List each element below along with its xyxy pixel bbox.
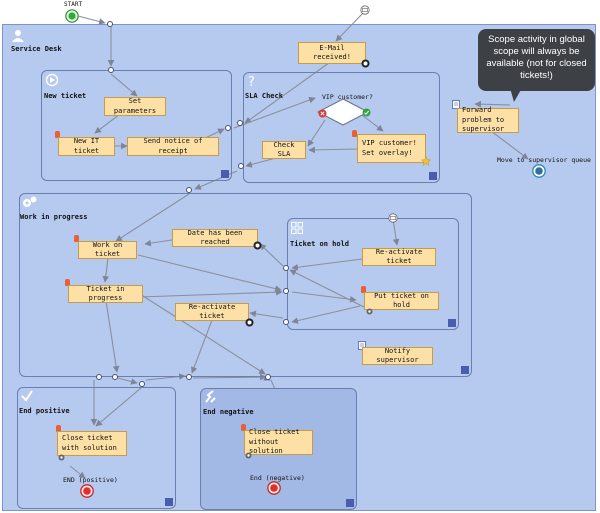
decision-gateway[interactable]: [316, 98, 370, 126]
activity-ticket-in-progress[interactable]: Ticket in progress: [68, 285, 143, 303]
connector-node[interactable]: [96, 374, 102, 380]
connector-node[interactable]: [265, 374, 271, 380]
connector-node[interactable]: [238, 163, 244, 169]
gear-icon: [366, 308, 373, 315]
hand-icon: [55, 131, 60, 138]
move-supervisor-label: Move to supervisor queue: [497, 156, 591, 164]
new-ticket-scope: [41, 70, 232, 181]
end-event-icon[interactable]: [80, 484, 94, 498]
activity-forward-problem[interactable]: Forward problem to supervisor: [457, 106, 519, 133]
new-ticket-icon: [45, 73, 59, 87]
connector-node[interactable]: [283, 265, 289, 271]
ticket-on-hold-scope: [287, 218, 459, 330]
connector-node[interactable]: [283, 288, 289, 294]
end-event-icon[interactable]: [267, 481, 281, 495]
end-negative-label: End (negative): [250, 474, 305, 482]
connector-node[interactable]: [107, 21, 113, 27]
activity-vip-set-overlay[interactable]: VIP customer! Set overlay!: [357, 134, 426, 163]
connector-node[interactable]: [225, 125, 231, 131]
star-icon: [421, 156, 431, 166]
hand-icon: [241, 424, 246, 431]
gear-icon: [58, 454, 65, 461]
connector-node[interactable]: [112, 374, 118, 380]
end-positive-label: END (positive): [63, 476, 118, 484]
activity-new-it-ticket[interactable]: New IT ticket: [58, 137, 115, 156]
hand-icon: [65, 279, 70, 286]
activity-email-received[interactable]: E-Mail received!: [298, 42, 366, 64]
activity-close-without-solution[interactable]: Close ticket without solution: [244, 428, 313, 455]
activity-reactivate-on-hold[interactable]: Re-activate ticket: [362, 248, 436, 266]
activity-put-on-hold[interactable]: Put ticket on hold: [364, 292, 439, 310]
sla-check-title: SLA Check: [245, 92, 283, 100]
reject-icon: [318, 109, 327, 118]
timer-icon: [245, 318, 254, 327]
person-icon: [12, 30, 24, 42]
gateway-label: VIP customer?: [322, 93, 373, 101]
question-icon: ?: [248, 75, 255, 88]
sla-check-scope: [243, 72, 440, 183]
message-event-icon[interactable]: [388, 213, 398, 223]
document-icon: [452, 100, 460, 109]
check-icon: [362, 108, 371, 117]
end-positive-title: End positive: [19, 407, 70, 415]
checkmark-icon: [21, 390, 33, 402]
activity-reactivate-ticket[interactable]: Re-activate ticket: [175, 303, 249, 321]
grid-icon: [291, 222, 303, 234]
gears-icon: [23, 196, 37, 207]
scope-tooltip: Scope activity in global scope will alwa…: [478, 29, 595, 91]
activity-set-parameters[interactable]: Set parameters: [104, 97, 166, 116]
connector-node[interactable]: [283, 319, 289, 325]
intermediate-event-icon[interactable]: [532, 164, 546, 178]
hand-icon: [352, 130, 357, 137]
message-event-icon[interactable]: [360, 5, 370, 15]
connector-node[interactable]: [139, 381, 145, 387]
broken-icon: [205, 390, 216, 403]
activity-date-reached[interactable]: Date has been reached: [172, 229, 258, 247]
connector-node[interactable]: [237, 120, 243, 126]
gear-icon: [245, 452, 252, 459]
activity-work-on-ticket[interactable]: Work on ticket: [78, 241, 137, 259]
start-label: START: [64, 1, 83, 8]
activity-check-sla[interactable]: Check SLA: [262, 141, 306, 159]
svg-text:?: ?: [248, 75, 255, 88]
hand-icon: [361, 286, 366, 293]
activity-close-with-solution[interactable]: Close ticket with solution: [57, 431, 127, 456]
timer-icon: [361, 59, 370, 68]
tooltip-pointer: [510, 88, 522, 102]
connector-node[interactable]: [108, 67, 114, 73]
activity-send-notice[interactable]: Send notice of receipt: [127, 137, 219, 156]
hand-icon: [56, 425, 61, 432]
end-negative-title: End negative: [203, 408, 254, 416]
connector-node[interactable]: [186, 187, 192, 193]
end-positive-scope: [17, 387, 176, 509]
work-in-progress-scope: [19, 193, 472, 377]
timer-icon: [253, 241, 262, 250]
service-desk-title: Service Desk: [11, 45, 62, 53]
activity-notify-supervisor[interactable]: Notify supervisor: [362, 347, 433, 365]
hand-icon: [74, 235, 79, 242]
work-in-progress-title: Work in progress: [20, 213, 88, 221]
connector-node[interactable]: [186, 374, 192, 380]
ticket-on-hold-title: Ticket on hold: [290, 240, 350, 248]
new-ticket-title: New ticket: [44, 92, 87, 100]
